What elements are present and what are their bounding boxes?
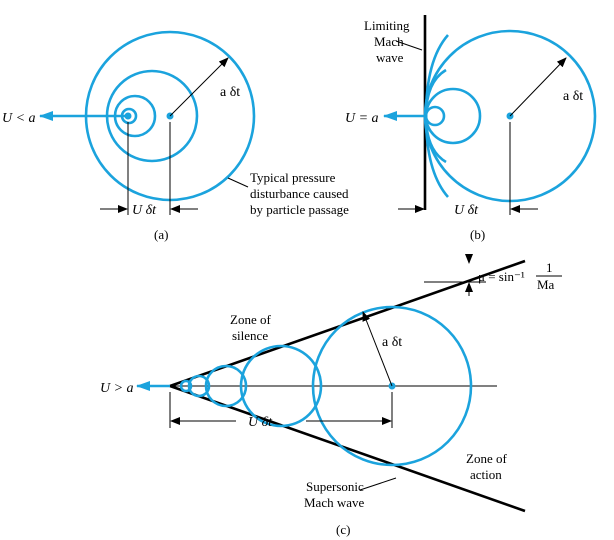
panel-b-caption: (b) <box>470 227 485 242</box>
panel-a-particle-dot <box>124 112 132 120</box>
panel-c-wave-line-1: Supersonic <box>306 479 364 494</box>
panel-c-travel-label: U δt <box>248 415 273 430</box>
panel-c-speed-label: U > a <box>100 381 134 396</box>
panel-c-wave-leader <box>359 477 397 491</box>
panel-b-wave-circle-small <box>424 105 446 127</box>
panel-c-wave-line-2: Mach wave <box>304 495 365 510</box>
panel-b-limit-leader <box>395 40 423 51</box>
panel-c-wave-circle-5 <box>179 379 193 393</box>
panel-a-note-line-2: disturbance caused <box>250 186 349 201</box>
panel-c: U > a a δt U δt Zone of silence Zone of … <box>100 254 562 537</box>
panel-b-wave-circle-medium <box>424 87 482 145</box>
panel-b-limit-line-3: wave <box>376 50 404 65</box>
panel-b: U = a a δt Limiting Mach wave U δt (b) <box>345 15 597 242</box>
panel-a-note-line-1: Typical pressure <box>250 170 336 185</box>
panel-b-radius-arrow <box>509 57 567 117</box>
panel-b-limit-line-1: Limiting <box>364 18 410 33</box>
panel-c-wave-circle-3 <box>204 364 248 408</box>
panel-b-radius-label: a δt <box>563 89 583 104</box>
panel-a-travel-label: U δt <box>132 203 157 218</box>
panel-a-caption: (a) <box>154 227 168 242</box>
panel-b-speed-label: U = a <box>345 111 379 126</box>
panel-c-action-line-1: Zone of <box>466 451 507 466</box>
panel-c-wave-circle-1 <box>311 305 473 467</box>
panel-c-wave-circle-2 <box>239 344 323 428</box>
panel-a-note-line-3: by particle passage <box>250 202 349 217</box>
panel-c-mach-angle-numerator: 1 <box>546 260 553 275</box>
panel-a-speed-label: U < a <box>2 111 36 126</box>
panel-a-radius-label: a δt <box>220 85 240 100</box>
panel-a-note-leader <box>227 177 249 188</box>
panel-c-wave-circle-4 <box>187 374 211 398</box>
panel-a: a δt U < a U δt Typical pressure disturb… <box>2 30 349 242</box>
panel-c-silence-line-1: Zone of <box>230 312 271 327</box>
panel-c-mach-angle-denominator: Ma <box>537 277 555 292</box>
panel-b-limit-line-2: Mach <box>374 34 404 49</box>
panel-c-mach-angle-label: μ = sin⁻¹ <box>478 269 525 284</box>
panel-c-action-line-2: action <box>470 467 502 482</box>
panel-c-radius-label: a δt <box>382 335 402 350</box>
panel-a-radius-arrow <box>169 57 229 117</box>
panel-c-radius-arrow <box>362 311 393 387</box>
panel-b-travel-label: U δt <box>454 203 479 218</box>
panel-c-caption: (c) <box>336 522 350 537</box>
panel-c-silence-line-2: silence <box>232 328 268 343</box>
